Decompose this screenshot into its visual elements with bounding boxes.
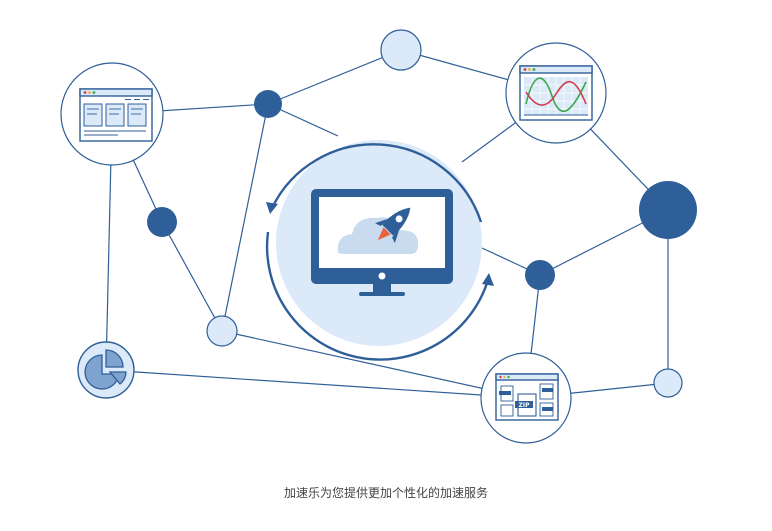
rotation-arc-top [270, 143, 483, 223]
center-hub [265, 140, 494, 361]
node-dark [147, 207, 177, 237]
node-dark [525, 260, 555, 290]
node-light [653, 368, 683, 398]
pie-chart-icon [84, 349, 127, 390]
pie-chart-node [77, 341, 135, 399]
line-chart-window-node [505, 42, 607, 144]
node-dark-large [639, 181, 697, 239]
rocket-cloud-monitor-icon [311, 189, 453, 296]
web-page-window-node [60, 62, 164, 166]
arrow-head-left [266, 202, 278, 214]
arrow-head-right [482, 273, 494, 286]
zip-files-window-node: ZIP [480, 352, 572, 444]
web-page-window-icon [79, 88, 153, 142]
node-light [206, 315, 238, 347]
red-curve [525, 80, 587, 106]
green-curve [525, 77, 587, 113]
zip-files-window-icon: ZIP [495, 373, 559, 421]
zip-file-label: ZIP [519, 402, 531, 409]
rotation-arc-bottom [265, 231, 490, 361]
diagram-caption: 加速乐为您提供更加个性化的加速服务 [283, 486, 488, 500]
node-dark [254, 90, 282, 118]
node-light [380, 29, 422, 71]
line-chart-window-icon [519, 65, 593, 121]
